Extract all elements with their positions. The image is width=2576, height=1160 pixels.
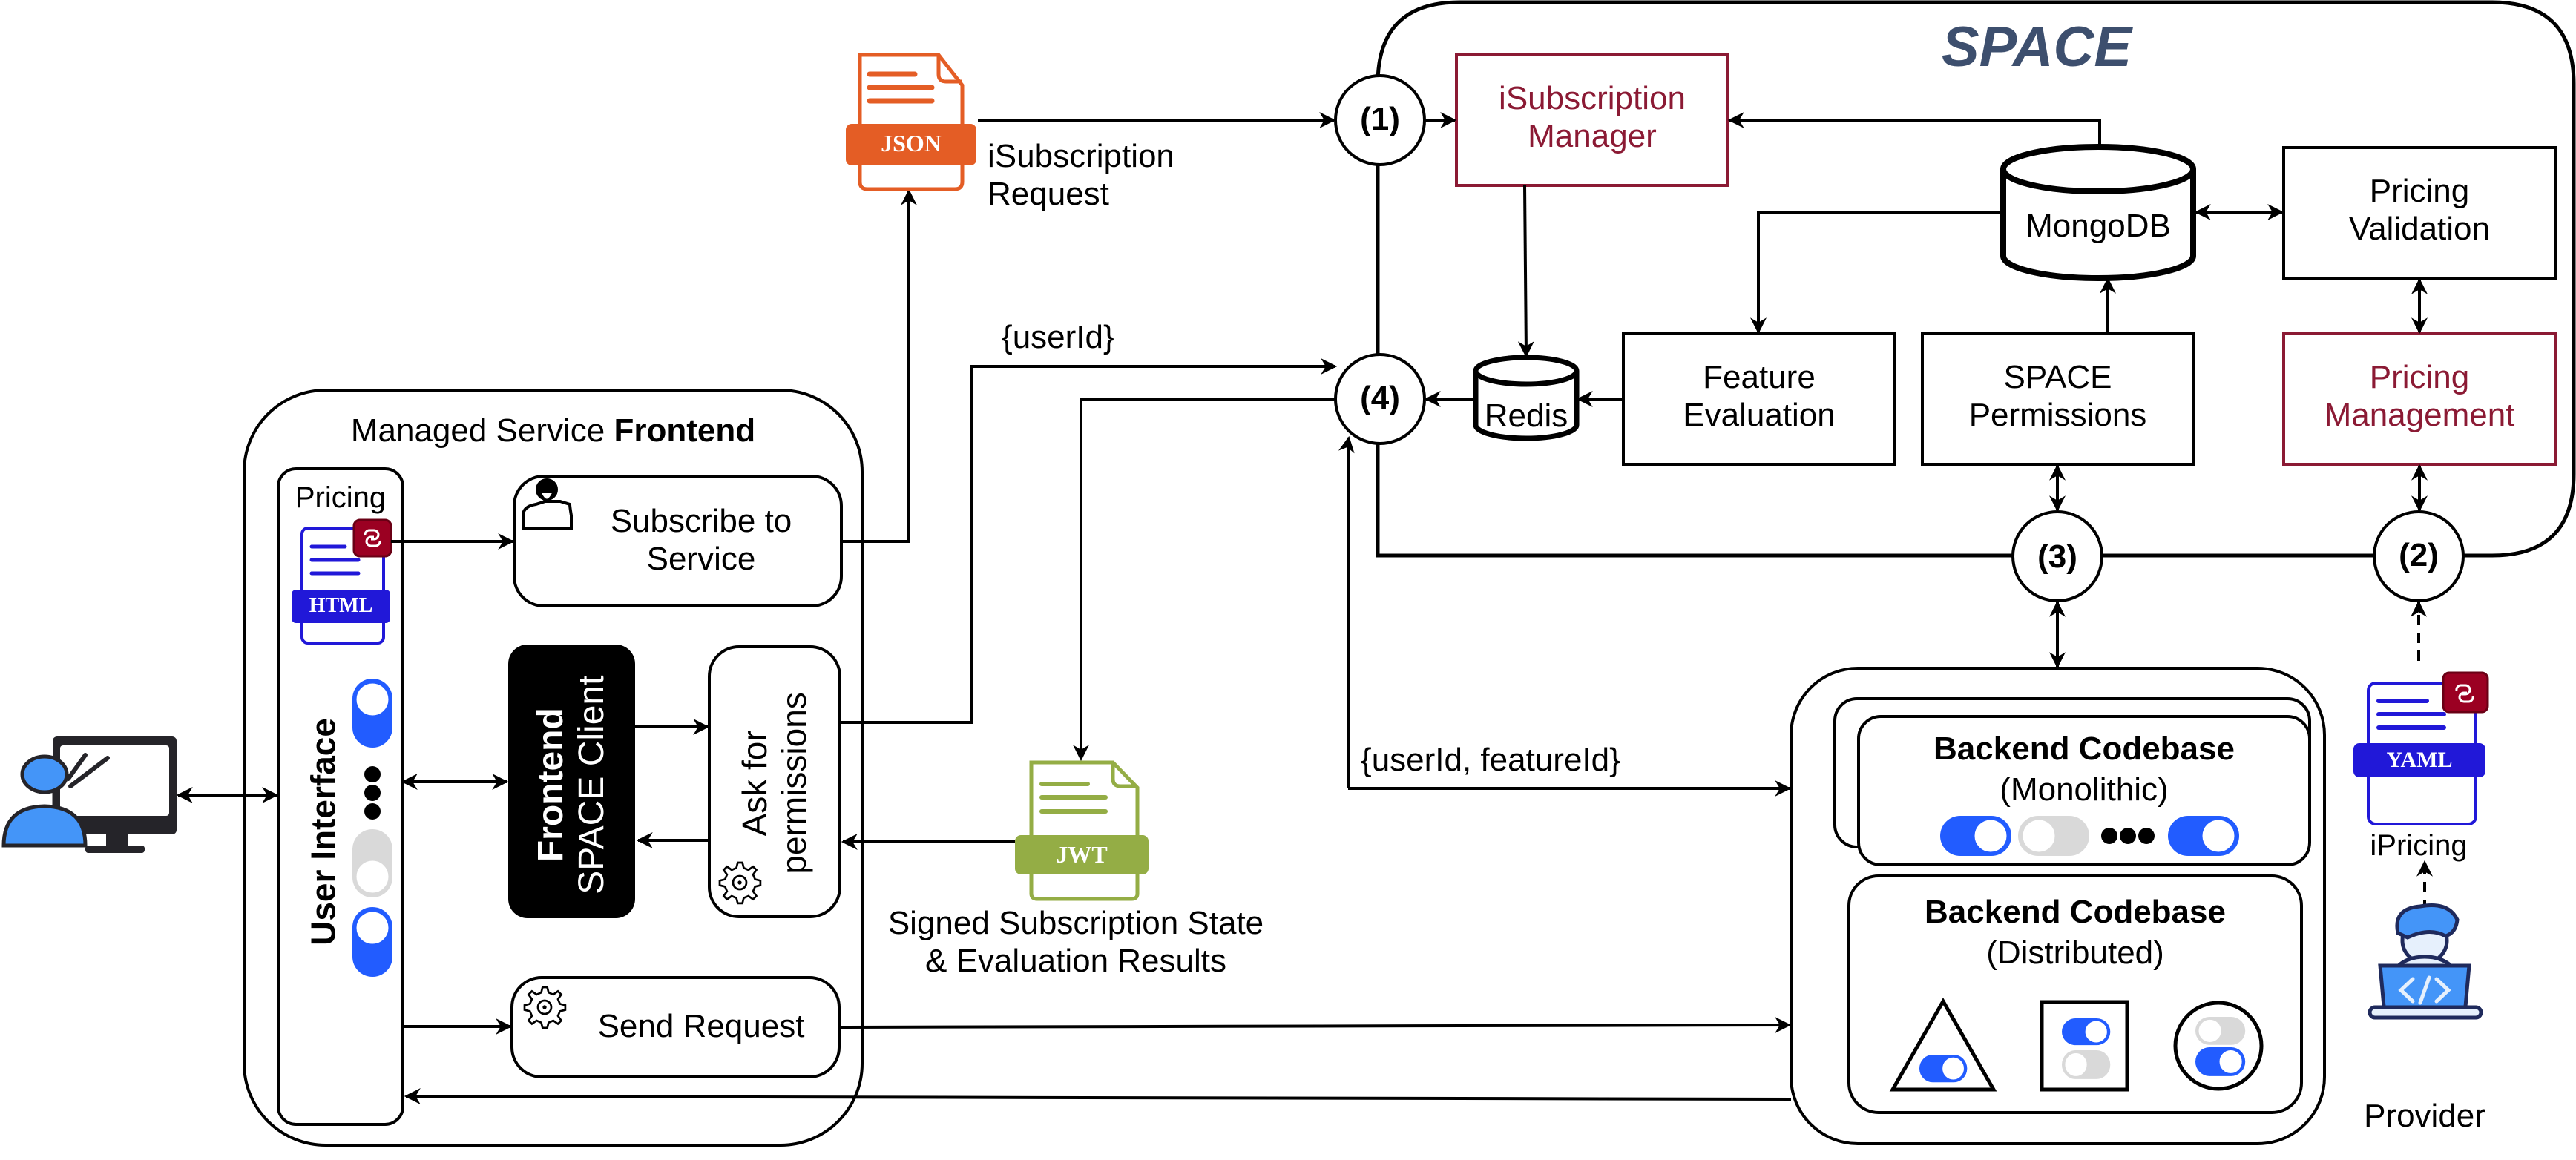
frontend-space-client-label: Frontend SPACE Client — [530, 651, 612, 918]
monolithic-subtitle: (Monolithic) — [2000, 771, 2169, 808]
triangle-service-icon — [1889, 997, 1997, 1092]
signed-state-line2: & Evaluation Results — [925, 942, 1226, 979]
distributed-subtitle: (Distributed) — [1986, 935, 2164, 971]
mono-toggle-on[interactable] — [1939, 814, 2013, 857]
yaml-badge-label: YAML — [2386, 748, 2453, 772]
gear-icon — [523, 986, 567, 1029]
frontend-title: Managed Service Frontend — [244, 412, 862, 450]
json-badge-label: JSON — [881, 130, 942, 156]
space-permissions-line2: Permissions — [1968, 396, 2147, 433]
frontend-title-bold: Frontend — [614, 412, 756, 449]
frontend-container — [243, 389, 864, 1147]
ask-line2: permissions — [775, 692, 813, 874]
redis-cylinder-icon[interactable] — [1473, 355, 1580, 441]
signed-state-label: Signed Subscription State & Evaluation R… — [861, 905, 1291, 980]
feature-evaluation-box[interactable] — [1622, 332, 1896, 466]
frontend-space-client-box[interactable] — [508, 645, 635, 918]
person-icon — [522, 478, 573, 530]
space-connectors — [1424, 112, 2433, 946]
provider-label: Provider — [2364, 1098, 2485, 1134]
ask-for-permissions-box[interactable] — [708, 645, 841, 918]
client-regular-line: SPACE Client — [572, 675, 611, 894]
pricing-validation-line2: Validation — [2349, 210, 2490, 247]
mono-toggle-off[interactable] — [2017, 814, 2091, 857]
html-badge-label: HTML — [309, 594, 373, 617]
space-title: SPACE — [1941, 16, 2132, 79]
isubscription-manager-line2: Manager — [1528, 117, 1657, 154]
pricing-label: Pricing — [295, 481, 387, 514]
client-bold-line: Frontend — [530, 708, 571, 863]
pricing-management-label: Pricing Management — [2284, 359, 2555, 434]
ui-toggle-on[interactable] — [352, 679, 392, 748]
step-1-label: (1) — [1360, 101, 1400, 137]
square-service-icon — [2040, 1000, 2129, 1092]
isub-request-line1: iSubscription — [988, 138, 1174, 174]
pricing-management-line1: Pricing — [2369, 359, 2470, 395]
link-badge-icon — [2442, 671, 2489, 714]
feature-evaluation-line1: Feature — [1703, 359, 1816, 395]
isubscription-manager-label: iSubscription Manager — [1456, 80, 1728, 155]
redis-label: Redis — [1484, 398, 1568, 434]
subscribe-line1: Subscribe to — [610, 503, 792, 539]
feature-evaluation-label: Feature Evaluation — [1623, 359, 1895, 434]
frontend-title-regular: Managed Service — [350, 412, 614, 449]
backend-container — [1790, 667, 2326, 1145]
pricing-validation-box[interactable] — [2282, 146, 2557, 280]
distributed-title: Backend Codebase — [1925, 894, 2226, 930]
frontend-connectors — [176, 112, 1792, 1105]
pricing-validation-label: Pricing Validation — [2284, 173, 2555, 248]
space-container — [1376, 0, 2576, 558]
mongodb-label: MongoDB — [2025, 208, 2171, 244]
signed-state-line1: Signed Subscription State — [887, 905, 1264, 941]
isubscription-request-label: iSubscription Request — [988, 138, 1174, 213]
user-interface-label: User Interface — [303, 718, 343, 946]
isubscription-manager-line1: iSubscription — [1499, 80, 1686, 116]
mono-more-dots — [2101, 828, 2155, 844]
provider-developer-icon — [2368, 903, 2483, 1020]
monolithic-title: Backend Codebase — [1933, 731, 2235, 767]
space-permissions-line1: SPACE — [2003, 359, 2112, 395]
pricing-management-box[interactable] — [2282, 332, 2557, 466]
jwt-document-icon — [1015, 760, 1149, 901]
ui-toggle-off[interactable] — [352, 829, 392, 897]
send-request-label: Send Request — [597, 1008, 805, 1044]
json-document-icon — [846, 53, 976, 191]
subscribe-line2: Service — [646, 540, 756, 577]
step-3-label: (3) — [2037, 538, 2077, 575]
step-2-label: (2) — [2399, 537, 2439, 573]
ask-line1: Ask for — [735, 730, 775, 837]
isub-request-line2: Request — [988, 175, 1109, 212]
jwt-badge-label: JWT — [1056, 841, 1108, 868]
ask-for-permissions-label: Ask for permissions — [735, 657, 814, 909]
userid-featureid-label: {userId, featureId} — [1361, 742, 1620, 778]
user-computer-icon — [1, 736, 177, 853]
yaml-document-icon — [2353, 682, 2485, 825]
pricing-validation-line1: Pricing — [2369, 173, 2470, 209]
step-4-label: (4) — [1360, 380, 1400, 416]
ui-more-dots — [364, 766, 381, 820]
feature-evaluation-line2: Evaluation — [1683, 396, 1836, 433]
pricing-management-line2: Management — [2324, 396, 2515, 433]
circle-service-icon — [2173, 1001, 2264, 1091]
userid-label: {userId} — [1002, 319, 1114, 355]
ipricing-label: iPricing — [2370, 829, 2468, 862]
ui-toggle-on[interactable] — [352, 907, 392, 977]
link-badge-icon — [352, 518, 392, 558]
subscribe-label: Subscribe to Service — [564, 503, 838, 578]
mongodb-cylinder-icon[interactable] — [2000, 144, 2196, 281]
space-permissions-label: SPACE Permissions — [1922, 359, 2193, 434]
mono-toggle-on[interactable] — [2166, 814, 2241, 857]
